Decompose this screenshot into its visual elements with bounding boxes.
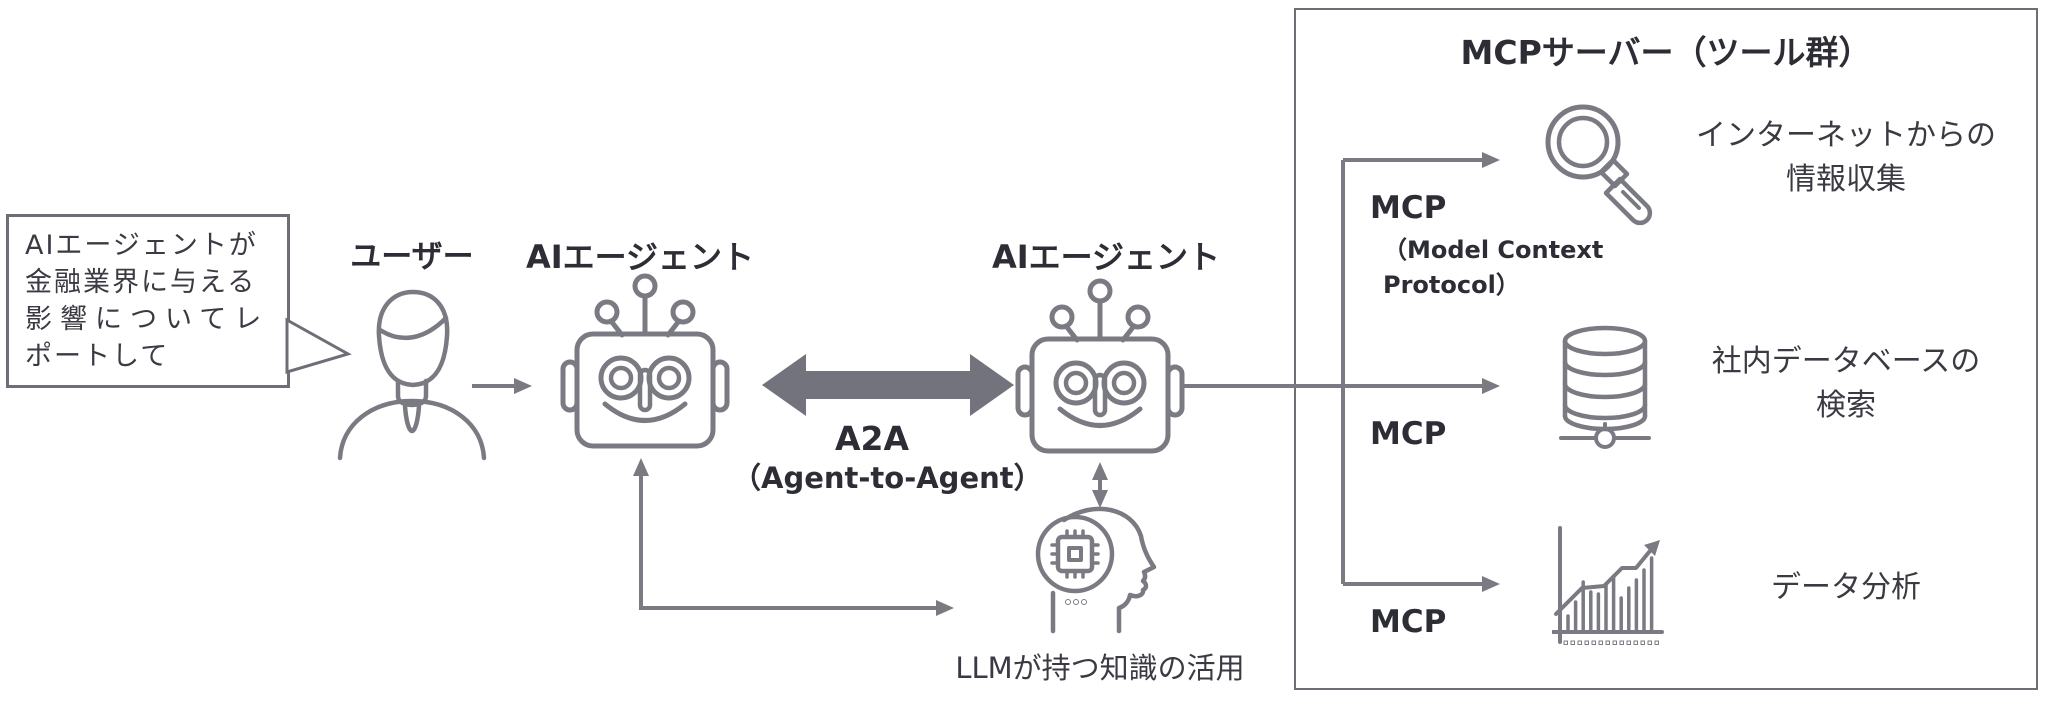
speech-bubble-line: ポートして xyxy=(25,341,170,372)
mcp-protocol-label-1: MCP xyxy=(1370,190,1447,226)
brain-chip-icon xyxy=(1035,506,1157,634)
tool-label-line: 社内データベースの xyxy=(1711,344,1981,379)
mcp-protocol-label-2: MCP xyxy=(1370,416,1447,452)
bar-chart-icon xyxy=(1552,526,1664,645)
agent-1-label: AIエージェント xyxy=(525,238,755,276)
robot-agent-1-icon xyxy=(560,273,730,449)
speech-bubble: AIエージェントが 金融業界に与える 影響についてレ ポートして xyxy=(6,214,290,388)
tool-label-line: データ分析 xyxy=(1771,570,1921,605)
tool-label-line: インターネットからの xyxy=(1696,118,1996,153)
a2a-sublabel: （Agent-to-Agent） xyxy=(732,461,1043,495)
user-label: ユーザー xyxy=(350,239,474,275)
tool-label-internet: インターネットからの 情報収集 xyxy=(1660,114,2032,202)
mcp-protocol-label-3: MCP xyxy=(1370,604,1447,640)
chart-baseline-dots xyxy=(1563,640,1659,645)
llm-caption: LLMが持つ知識の活用 xyxy=(955,651,1245,685)
database-icon xyxy=(1559,325,1651,449)
magnifier-icon xyxy=(1545,104,1653,226)
speech-bubble-line: 金融業界に与える xyxy=(25,267,257,298)
user-icon xyxy=(337,289,487,461)
a2a-arrow xyxy=(762,354,1014,416)
tool-label-analysis: データ分析 xyxy=(1660,566,2032,610)
tool-label-database: 社内データベースの 検索 xyxy=(1660,340,2032,428)
mcp-box-title: MCPサーバー（ツール群） xyxy=(1460,33,1872,72)
tool-label-line: 検索 xyxy=(1816,388,1876,423)
tool-label-line: 情報収集 xyxy=(1786,162,1906,197)
agent-2-label: AIエージェント xyxy=(991,238,1221,276)
robot-agent-2-icon xyxy=(1015,278,1185,454)
mcp-protocol-note: （Model Context Protocol） xyxy=(1383,236,1604,299)
speech-bubble-line: 影響についてレ xyxy=(25,304,270,335)
mcp-server-box xyxy=(1294,8,2038,690)
speech-bubble-line: AIエージェントが xyxy=(25,230,258,261)
a2a-label: A2A xyxy=(834,419,910,458)
